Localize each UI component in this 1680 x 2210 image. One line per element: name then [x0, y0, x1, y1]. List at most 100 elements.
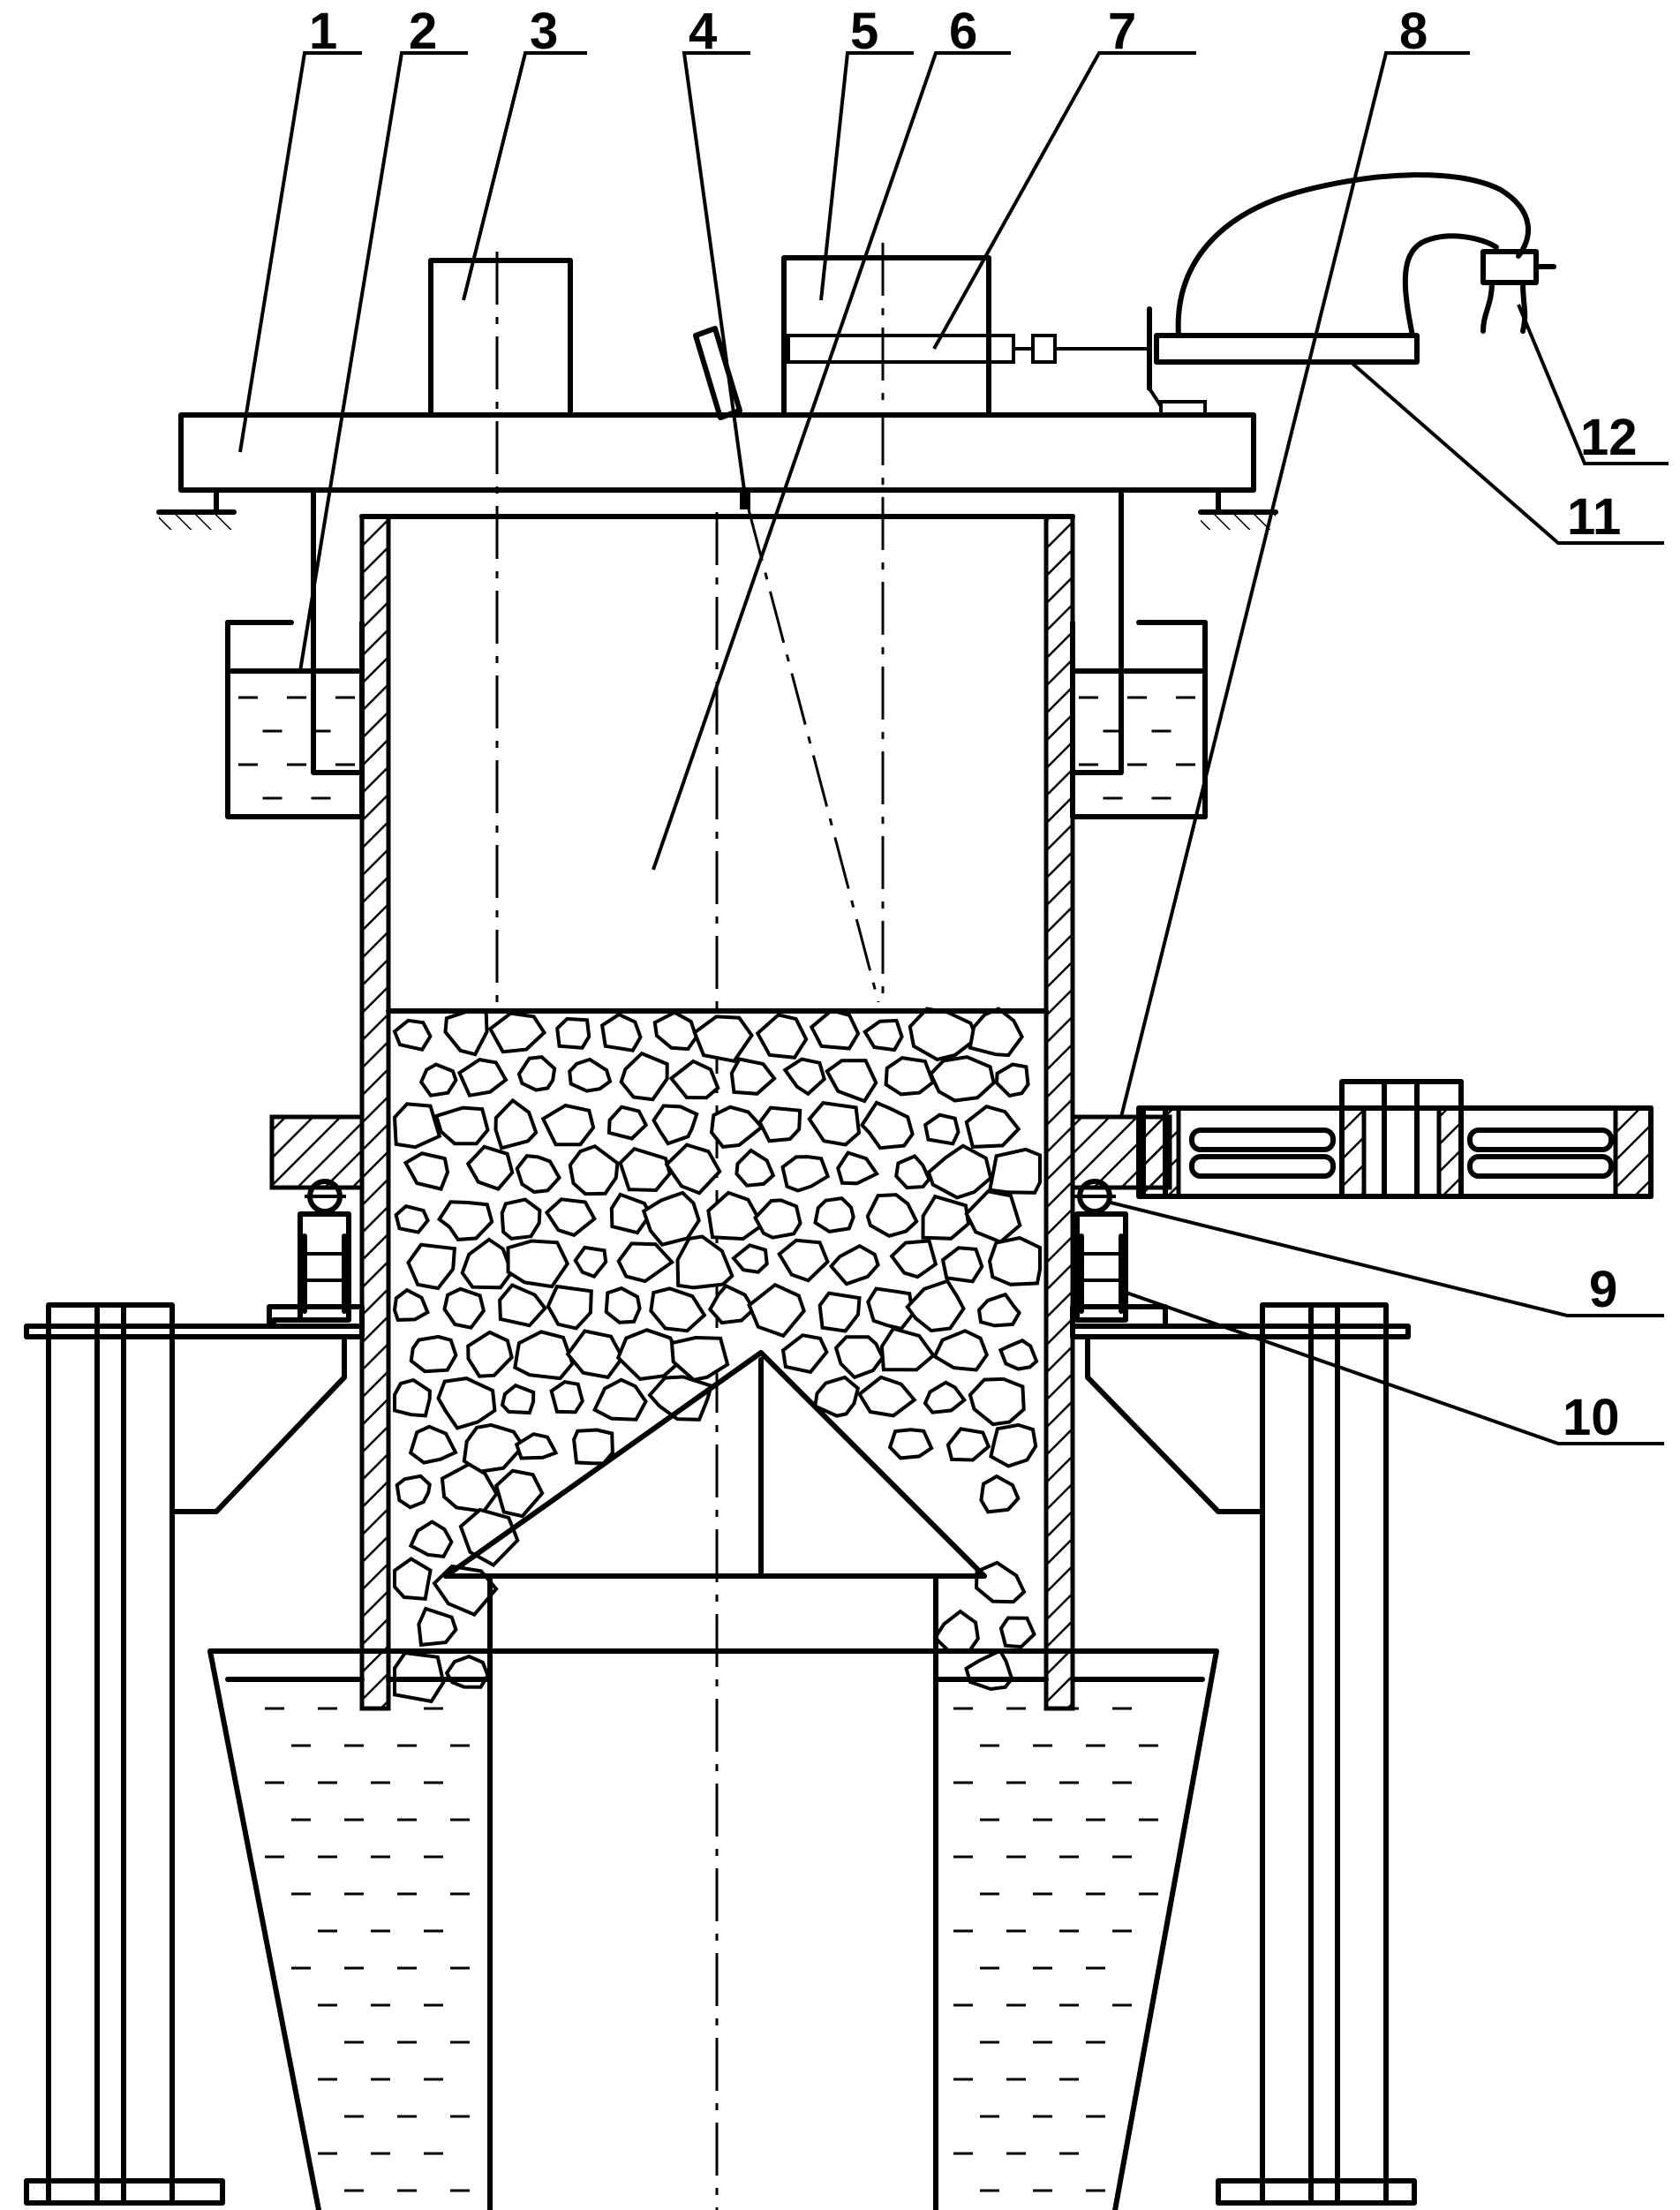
cone-distributor: [443, 1350, 987, 2210]
rock: [392, 1018, 433, 1052]
ground-symbol-left: [156, 509, 237, 530]
rock: [782, 1057, 826, 1097]
rock: [652, 1104, 699, 1146]
rock: [753, 1198, 802, 1240]
label-3: 3: [462, 3, 587, 301]
rock: [735, 1148, 776, 1188]
rock: [998, 1339, 1039, 1371]
rock-packing: [392, 1007, 1042, 1704]
rock: [669, 1335, 730, 1382]
pillar-left: [24, 1302, 225, 2206]
cable-and-sensor: [1175, 172, 1556, 338]
rock: [408, 1424, 458, 1465]
rock: [706, 1190, 765, 1241]
rock: [828, 1243, 880, 1286]
rock: [964, 1104, 1021, 1149]
label-9: 9: [1110, 1201, 1664, 1318]
label-8: 8: [1119, 3, 1470, 1118]
rock: [649, 1286, 707, 1333]
cylinder-wall-right: [1043, 514, 1075, 1711]
label-3-text: 3: [530, 3, 558, 60]
support-bracket-right: [1085, 1334, 1265, 1514]
rock: [392, 1287, 430, 1322]
upper-water-right-dashes: [1079, 696, 1195, 800]
bearing-left: [298, 1179, 351, 1323]
rock: [506, 1239, 570, 1289]
label-6-text: 6: [949, 3, 977, 60]
rock: [866, 1286, 915, 1331]
rock: [460, 1237, 514, 1290]
rock: [979, 1474, 1021, 1514]
rock: [976, 1292, 1022, 1328]
rotating-flange-left: [269, 1114, 365, 1190]
lower-water-dashes: [265, 1707, 1158, 2192]
rock: [498, 1283, 548, 1328]
label-5-text: 5: [850, 3, 878, 60]
rock: [731, 1243, 769, 1274]
gear-wheel: [1141, 1079, 1654, 1199]
top-box-3: [428, 258, 573, 418]
rock: [444, 1654, 490, 1689]
rock: [664, 1143, 722, 1196]
rock: [615, 1328, 685, 1382]
rock: [836, 1150, 880, 1186]
rock: [458, 1507, 520, 1567]
rock: [755, 1013, 809, 1060]
rock: [968, 1007, 1024, 1058]
rock: [989, 1422, 1038, 1468]
rock: [987, 1235, 1042, 1286]
rock: [809, 1008, 861, 1051]
ground-symbol-right: [1198, 509, 1278, 530]
label-4-text: 4: [689, 3, 717, 60]
rock: [599, 1012, 643, 1052]
rock: [418, 1062, 458, 1097]
label-1: 1: [238, 3, 362, 453]
rock: [863, 1018, 904, 1052]
rock: [998, 1616, 1036, 1649]
rock: [675, 1234, 735, 1290]
rock: [568, 1143, 620, 1196]
rock: [817, 1291, 862, 1333]
rock: [487, 1011, 547, 1054]
rock: [462, 1422, 526, 1474]
label-12: 12: [1517, 304, 1669, 466]
rock: [546, 1284, 593, 1331]
label-2: 2: [298, 3, 468, 672]
rock: [409, 1334, 458, 1374]
label-10-text: 10: [1563, 1389, 1620, 1446]
label-11: 11: [1349, 360, 1664, 546]
rock: [813, 1196, 855, 1233]
label-5: 5: [819, 3, 914, 301]
rock: [777, 1238, 830, 1283]
support-bracket-left: [170, 1334, 347, 1514]
rock: [921, 1194, 971, 1241]
rock: [825, 1059, 878, 1104]
upper-water-left-dashes: [238, 696, 355, 800]
rock: [618, 1146, 672, 1193]
rock: [544, 1197, 597, 1238]
rock: [757, 1105, 802, 1143]
rock: [609, 1192, 652, 1235]
label-11-text: 11: [1567, 488, 1621, 546]
rock: [616, 1241, 675, 1284]
label-7-text: 7: [1108, 3, 1136, 60]
bearing-right: [1074, 1179, 1128, 1323]
rock: [974, 1560, 1027, 1604]
rock: [408, 1520, 454, 1559]
rock: [923, 1113, 961, 1146]
support-bar: [24, 1324, 365, 1339]
label-8-text: 8: [1399, 3, 1428, 60]
label-6: 6: [652, 3, 1011, 871]
rock: [406, 1242, 457, 1291]
rock: [833, 1335, 885, 1380]
rock: [813, 1375, 861, 1418]
rock: [940, 1246, 984, 1284]
rock: [514, 1432, 559, 1460]
label-12-text: 12: [1580, 409, 1638, 466]
rock: [987, 1147, 1042, 1195]
rock: [945, 1427, 991, 1462]
label-4: 4: [682, 3, 750, 491]
rock: [908, 1007, 979, 1062]
